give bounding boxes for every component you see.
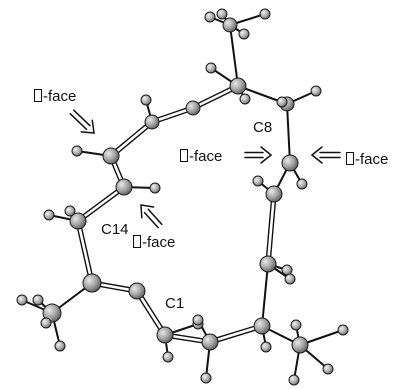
face-label-mid-right-b: -face [346, 152, 388, 167]
hydrogen-atom [43, 209, 55, 221]
carbon-atom [144, 114, 160, 130]
hydrogen-atom [239, 93, 251, 105]
hydrogen-atom [140, 94, 152, 106]
unknown-glyph-box-icon [133, 235, 141, 248]
bond [269, 193, 277, 265]
hydrogen-atom [16, 294, 28, 306]
hydrogen-atom [310, 85, 322, 97]
hydrogen-atom [204, 11, 216, 23]
hydrogen-atom [64, 205, 76, 217]
face-label-mid-right-a: -face [180, 149, 222, 164]
hydrogen-atom [32, 294, 44, 306]
atom-label-c14: C14 [101, 221, 129, 238]
hydrogen-atom [281, 264, 293, 276]
carbon-atom [253, 317, 271, 335]
carbon-atom [128, 282, 146, 300]
atom-spheres [16, 8, 349, 386]
hydrogen-atom [192, 314, 204, 326]
face-label-top-left: -face [34, 89, 76, 104]
bond [286, 103, 291, 164]
carbon-atom [222, 17, 238, 33]
hydrogen-atom [284, 273, 296, 285]
face-arrows [69, 109, 341, 229]
hydrogen-atom [200, 372, 212, 384]
carbon-atom [82, 273, 102, 293]
bond [79, 219, 95, 284]
unknown-glyph-box-icon [346, 152, 354, 165]
carbon-atom [201, 333, 219, 351]
bond [209, 327, 264, 345]
bond [137, 289, 168, 335]
arrow-mid-right-b [311, 146, 341, 164]
bond [265, 193, 273, 265]
carbon-atom [102, 147, 120, 165]
carbon-atom [69, 212, 87, 230]
hydrogen-atom [238, 28, 250, 40]
hydrogen-atom [71, 145, 83, 157]
hydrogen-atom [260, 341, 272, 353]
arrow-bottom-c14 [140, 204, 163, 229]
arrow-top-left [69, 109, 95, 134]
carbon-atom [185, 100, 201, 116]
unknown-glyph-box-icon [180, 149, 188, 162]
carbon-atom [291, 336, 309, 354]
atom-label-c1: C1 [165, 295, 185, 312]
hydrogen-atom [322, 363, 334, 375]
hydrogen-atom [259, 8, 271, 20]
carbon-atom [229, 77, 247, 95]
hydrogen-atom [216, 8, 228, 20]
hydrogen-atom [162, 351, 174, 363]
face-label-bottom-c14: -face [133, 235, 175, 250]
hydrogen-atom [288, 374, 300, 386]
bond [193, 87, 240, 111]
hydrogen-atom [40, 317, 52, 329]
bond [229, 24, 239, 87]
bond [109, 119, 152, 156]
bond [134, 291, 165, 337]
carbon-atom [259, 255, 277, 273]
arrow-mid-right-a [244, 146, 272, 164]
hydrogen-atom [290, 319, 302, 331]
bond [191, 83, 238, 107]
hydrogen-atom [296, 178, 308, 190]
bond [111, 122, 154, 159]
hydrogen-atom [54, 340, 66, 352]
carbon-atom [281, 154, 299, 172]
carbon-atom [42, 303, 62, 323]
hydrogen-atom [337, 324, 349, 336]
bond [75, 220, 91, 285]
carbon-atom [115, 178, 133, 196]
unknown-glyph-box-icon [34, 89, 42, 102]
bond [78, 187, 126, 224]
atom-label-c8: C8 [253, 119, 273, 136]
hydrogen-atom [276, 96, 288, 108]
carbon-atom [265, 185, 283, 203]
hydrogen-atom [205, 62, 217, 74]
bond [76, 184, 124, 221]
hydrogen-atom [149, 182, 161, 194]
bond [261, 263, 269, 327]
hydrogen-atom [252, 175, 264, 187]
bond [208, 323, 263, 341]
carbon-atom [156, 326, 174, 344]
